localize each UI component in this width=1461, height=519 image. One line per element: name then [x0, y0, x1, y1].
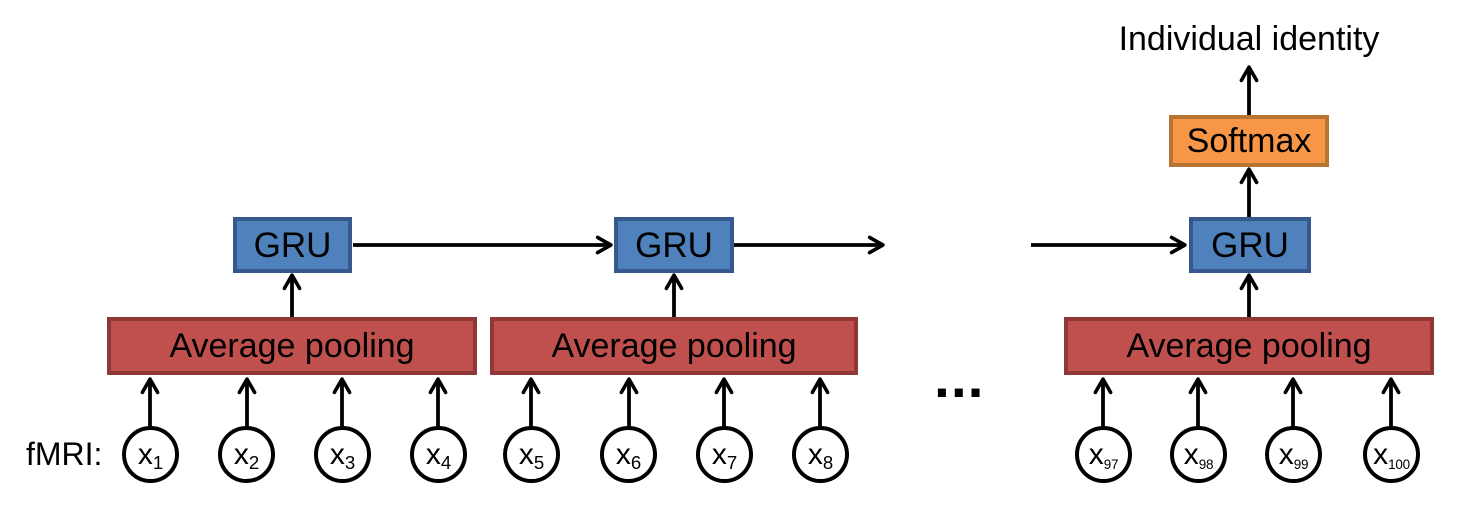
input-circle-x8: x8 — [792, 426, 849, 483]
input-label-x100: x — [1373, 437, 1389, 471]
input-label-x97: x — [1088, 437, 1104, 471]
pooling-label-2: Average pooling — [551, 327, 797, 365]
pooling-box-1: Average pooling — [107, 317, 477, 375]
input-circle-x5: x5 — [503, 426, 560, 483]
pooling-label-3: Average pooling — [1126, 327, 1372, 365]
input-label-x8: x — [807, 437, 823, 471]
input-sub-x5: 5 — [533, 451, 545, 473]
input-circle-x97: x97 — [1075, 426, 1132, 483]
pooling-box-3: Average pooling — [1064, 317, 1434, 375]
input-circle-x2: x2 — [218, 426, 275, 483]
pooling-box-2: Average pooling — [490, 317, 858, 375]
input-label-x7: x — [711, 437, 727, 471]
input-sub-x99: 99 — [1293, 456, 1309, 472]
input-label-x4: x — [425, 437, 441, 471]
output-label: Individual identity — [1118, 20, 1380, 58]
input-circle-x98: x98 — [1170, 426, 1227, 483]
gru-label-2: GRU — [635, 225, 713, 265]
input-circle-x3: x3 — [314, 426, 371, 483]
gru-box-3: GRU — [1189, 217, 1311, 273]
input-label-x3: x — [329, 437, 345, 471]
input-label-x99: x — [1278, 437, 1294, 471]
input-label-x2: x — [233, 437, 249, 471]
gru-label-3: GRU — [1211, 225, 1289, 265]
fmri-label: fMRI: — [26, 436, 103, 472]
ellipsis: ... — [934, 346, 985, 410]
input-circle-x100: x100 — [1363, 426, 1420, 483]
input-sub-x6: 6 — [630, 451, 642, 473]
input-sub-x4: 4 — [440, 451, 452, 473]
input-circle-x1: x1 — [122, 426, 179, 483]
input-sub-x97: 97 — [1103, 456, 1119, 472]
input-sub-x8: 8 — [822, 451, 834, 473]
input-sub-x100: 100 — [1388, 456, 1410, 472]
input-circle-x99: x99 — [1265, 426, 1322, 483]
input-sub-x2: 2 — [248, 451, 260, 473]
input-sub-x1: 1 — [152, 451, 164, 473]
softmax-box: Softmax — [1169, 115, 1329, 167]
input-label-x6: x — [615, 437, 631, 471]
input-sub-x7: 7 — [726, 451, 738, 473]
input-circle-x6: x6 — [600, 426, 657, 483]
gru-box-1: GRU — [233, 217, 352, 273]
gru-label-1: GRU — [253, 225, 332, 265]
softmax-label: Softmax — [1186, 122, 1312, 160]
input-circle-x7: x7 — [696, 426, 753, 483]
input-label-x5: x — [518, 437, 534, 471]
pooling-label-1: Average pooling — [169, 327, 415, 365]
input-label-x98: x — [1183, 437, 1199, 471]
input-sub-x3: 3 — [344, 451, 356, 473]
input-circle-x4: x4 — [410, 426, 467, 483]
gru-box-2: GRU — [614, 217, 734, 273]
input-sub-x98: 98 — [1198, 456, 1214, 472]
input-label-x1: x — [137, 437, 153, 471]
